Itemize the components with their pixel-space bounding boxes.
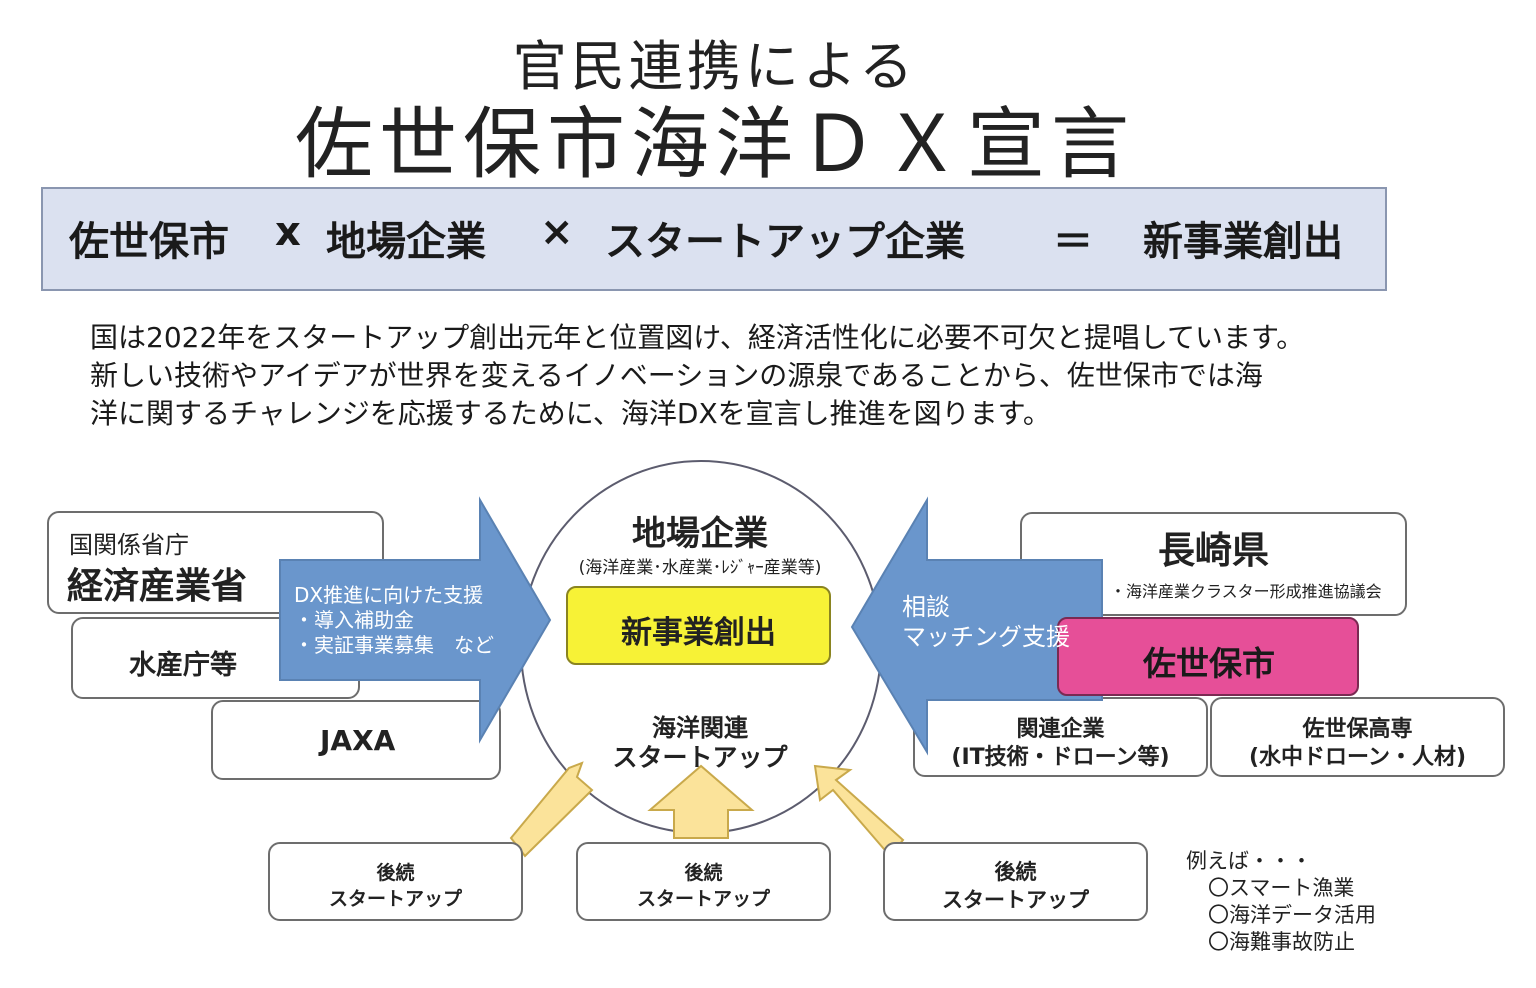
ministry-main-label: 経済産業省 bbox=[67, 566, 248, 607]
jaxa-label: JAXA bbox=[320, 724, 396, 757]
box-jaxa: JAXA bbox=[211, 700, 501, 780]
center-subtitle: (海洋産業･水産業･ﾚｼﾞｬｰ産業等) bbox=[578, 558, 822, 578]
box-college: 佐世保高専 (水中ドローン・人材) bbox=[1210, 697, 1505, 777]
box-sasebo-city: 佐世保市 bbox=[1057, 617, 1359, 696]
ministry-small-label: 国関係省庁 bbox=[69, 531, 189, 559]
banner-term-local-companies: 地場企業 bbox=[326, 219, 486, 265]
center-startup-line-1: 海洋関連 bbox=[652, 714, 748, 742]
college-line-1: 佐世保高専 bbox=[1302, 717, 1413, 742]
up-arrow-left bbox=[509, 761, 594, 858]
up-arrow-right bbox=[813, 764, 905, 858]
follower-line-2: スタートアップ bbox=[942, 888, 1089, 912]
title-line-1: 官民連携による bbox=[512, 35, 918, 98]
banner-term-startups: スタートアップ企業 bbox=[605, 219, 965, 265]
right-support-arrow bbox=[850, 496, 1103, 756]
sasebo-city-label: 佐世保市 bbox=[1143, 644, 1275, 683]
equation-banner: 佐世保市 x 地場企業 × スタートアップ企業 ＝ 新事業創出 bbox=[41, 187, 1387, 291]
right-arrow-line-2: マッチング支援 bbox=[902, 623, 1070, 651]
follower-line-1: 後続 bbox=[684, 862, 723, 884]
example-item: 〇海洋データ活用 bbox=[1208, 903, 1376, 927]
follower-startup-box: 後続 スタートアップ bbox=[883, 842, 1148, 921]
related-line-1: 関連企業 bbox=[1016, 717, 1105, 742]
follower-startup-box: 後続 スタートアップ bbox=[576, 842, 831, 921]
follower-line-2: スタートアップ bbox=[636, 888, 770, 910]
center-title: 地場企業 bbox=[632, 514, 768, 554]
title-line-2: 佐世保市海洋ＤＸ宣言 bbox=[294, 100, 1135, 190]
fisheries-label: 水産庁等 bbox=[129, 650, 237, 681]
follower-startup-box: 後続 スタートアップ bbox=[268, 842, 523, 921]
example-item: 〇海難事故防止 bbox=[1208, 930, 1355, 954]
new-business-highlight: 新事業創出 bbox=[566, 586, 831, 665]
college-line-2: (水中ドローン・人材) bbox=[1248, 745, 1466, 770]
box-related-companies: 関連企業 (IT技術・ドローン等) bbox=[913, 697, 1208, 777]
left-arrow-line-1: DX推進に向けた支援 bbox=[294, 583, 484, 607]
banner-term-city: 佐世保市 bbox=[69, 219, 229, 265]
left-arrow-line-3: ・実証事業募集 など bbox=[294, 633, 494, 657]
follower-line-2: スタートアップ bbox=[328, 888, 462, 910]
intro-line-2: 新しい技術やアイデアが世界を変えるイノベーションの源泉であることから、佐世保市で… bbox=[90, 359, 1263, 392]
intro-line-3: 洋に関するチャレンジを応援するために、海洋DXを宣言し推進を図ります。 bbox=[90, 397, 1051, 430]
banner-operator-x: x bbox=[275, 209, 301, 255]
right-arrow-text: 相談 マッチング支援 bbox=[902, 592, 1070, 652]
left-arrow-text: DX推進に向けた支援 ・導入補助金 ・実証事業募集 など bbox=[294, 583, 494, 658]
up-arrow-center bbox=[647, 764, 755, 839]
right-arrow-line-1: 相談 bbox=[902, 593, 950, 621]
new-business-label: 新事業創出 bbox=[621, 615, 776, 651]
banner-result: 新事業創出 bbox=[1143, 219, 1343, 265]
intro-line-1: 国は2022年をスタートアップ創出元年と位置図け、経済活性化に必要不可欠と提唱し… bbox=[90, 321, 1305, 354]
left-support-arrow bbox=[279, 496, 552, 744]
follower-line-1: 後続 bbox=[994, 860, 1037, 884]
follower-line-1: 後続 bbox=[376, 862, 415, 884]
examples-heading: 例えば・・・ bbox=[1186, 849, 1312, 873]
left-arrow-line-2: ・導入補助金 bbox=[294, 608, 414, 632]
center-startup-line-2: スタートアップ bbox=[612, 743, 788, 772]
banner-operator-equals: ＝ bbox=[1053, 219, 1093, 265]
prefecture-label: 長崎県 bbox=[1158, 529, 1269, 572]
example-item: 〇スマート漁業 bbox=[1208, 876, 1355, 900]
related-line-2: (IT技術・ドローン等) bbox=[951, 745, 1170, 770]
banner-operator-times: × bbox=[540, 209, 574, 255]
council-label: ・海洋産業クラスター形成推進協議会 bbox=[1110, 582, 1382, 601]
